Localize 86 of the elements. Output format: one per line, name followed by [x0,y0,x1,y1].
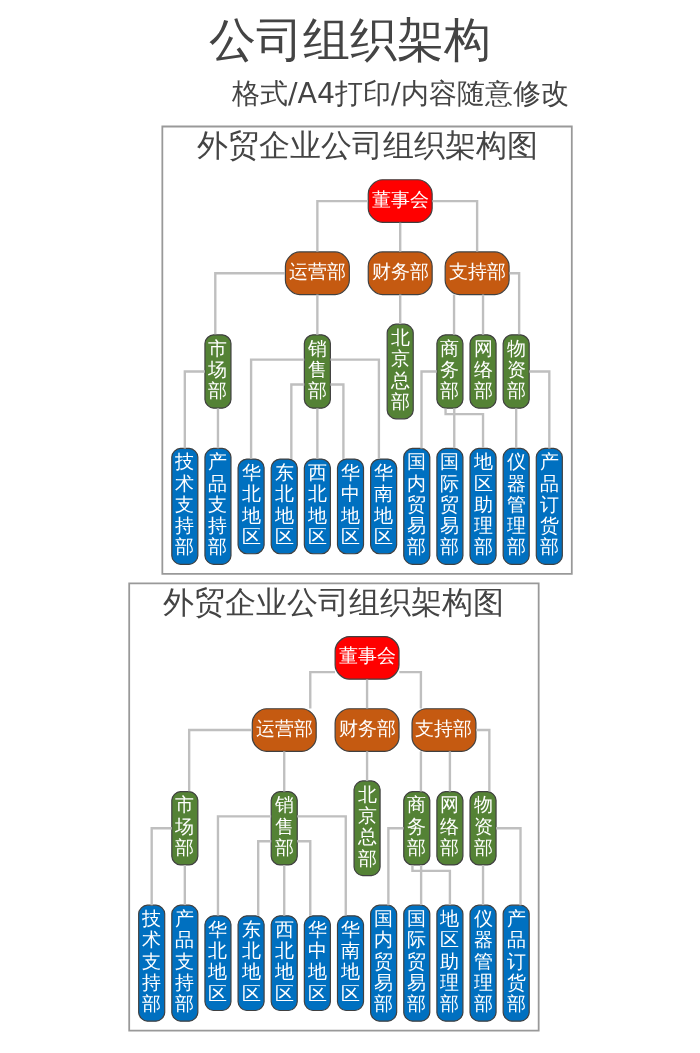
node-box: 华中地区 [336,458,364,555]
node-box: 国内贸易部 [402,447,430,565]
connector [216,408,219,449]
node-box: 产品支持部 [203,447,232,565]
node-box: 支持部 [410,708,477,752]
connector [514,408,517,449]
node-box: 华南地区 [369,458,397,555]
connector [448,751,451,792]
node-box: 销售部 [303,334,331,409]
node-box: 财务部 [334,708,400,752]
node-box: 华北地区 [237,458,265,555]
connector [315,408,319,459]
node-box: 华北地区 [203,915,232,1012]
node-box: 东北地区 [270,458,298,555]
node-box: 北京总部 [352,780,381,877]
node-box: 董事会 [367,179,433,223]
connector [475,728,491,792]
connector [187,728,252,792]
connector [419,865,422,906]
node-box: 北京总部 [386,323,414,420]
node-box: 市场部 [170,791,198,866]
connector [398,670,422,709]
node-box: 地区助理部 [468,447,497,565]
node-box: 物资部 [502,334,530,409]
connector [308,670,335,709]
connector [289,383,304,459]
diagram-title: 公司组织架构 [209,11,491,67]
node-box: 技术支持部 [170,447,198,565]
connector [296,840,311,916]
node-box: 销售部 [270,791,298,866]
label: 格式/A4打印/内容随意修改 [231,77,569,111]
connector [410,865,451,905]
connector [398,222,401,252]
node-box: 国内贸易部 [369,904,397,1022]
connector [419,751,422,792]
connector [329,383,345,459]
node-box: 地区助理部 [435,904,463,1022]
connector [508,272,520,335]
connector [282,865,285,916]
connector [365,751,368,781]
node-box: 市场部 [203,334,232,409]
node-box: 运营部 [251,708,317,752]
connector [452,294,455,335]
node-box: 网络部 [435,791,463,866]
node-box: 技术支持部 [137,904,165,1022]
connector [296,815,347,916]
node-box: 产品订货部 [535,447,563,565]
connector [150,827,172,906]
connector [481,294,484,335]
node-box: 物资部 [468,791,497,866]
node-box: 仪器管理部 [468,904,497,1022]
node-box: 商务部 [402,791,430,866]
node-box: 西北地区 [303,458,331,555]
node-box: 华中地区 [303,915,331,1012]
connector [216,815,271,916]
node-box: 产品支持部 [170,904,198,1022]
connector [495,827,522,906]
connector [431,199,478,252]
node-box: 网络部 [468,334,497,409]
connector [398,294,401,324]
node-box: 国际贸易部 [435,447,463,565]
node-box: 财务部 [367,251,433,296]
node-box: 国际贸易部 [402,904,430,1022]
node-box: 支持部 [444,251,510,296]
node-box: 东北地区 [237,915,265,1012]
connector [315,294,319,335]
connector [282,751,285,792]
connector [481,865,484,906]
node-box: 仪器管理部 [502,447,530,565]
node-box: 商务部 [435,334,463,409]
connector [256,840,271,916]
connector [315,199,368,252]
node-box: 董事会 [334,635,400,680]
connector [365,679,368,709]
node-box: 产品订货部 [502,904,530,1022]
connector [528,370,550,449]
connector [329,358,380,459]
connector [443,408,484,448]
node-box: 华南地区 [336,915,364,1012]
node-box: 西北地区 [270,915,298,1012]
connector [183,865,186,906]
node-box: 运营部 [284,251,350,296]
connector [183,370,205,449]
connector [213,272,285,335]
connector [452,408,455,449]
connector [249,358,304,459]
